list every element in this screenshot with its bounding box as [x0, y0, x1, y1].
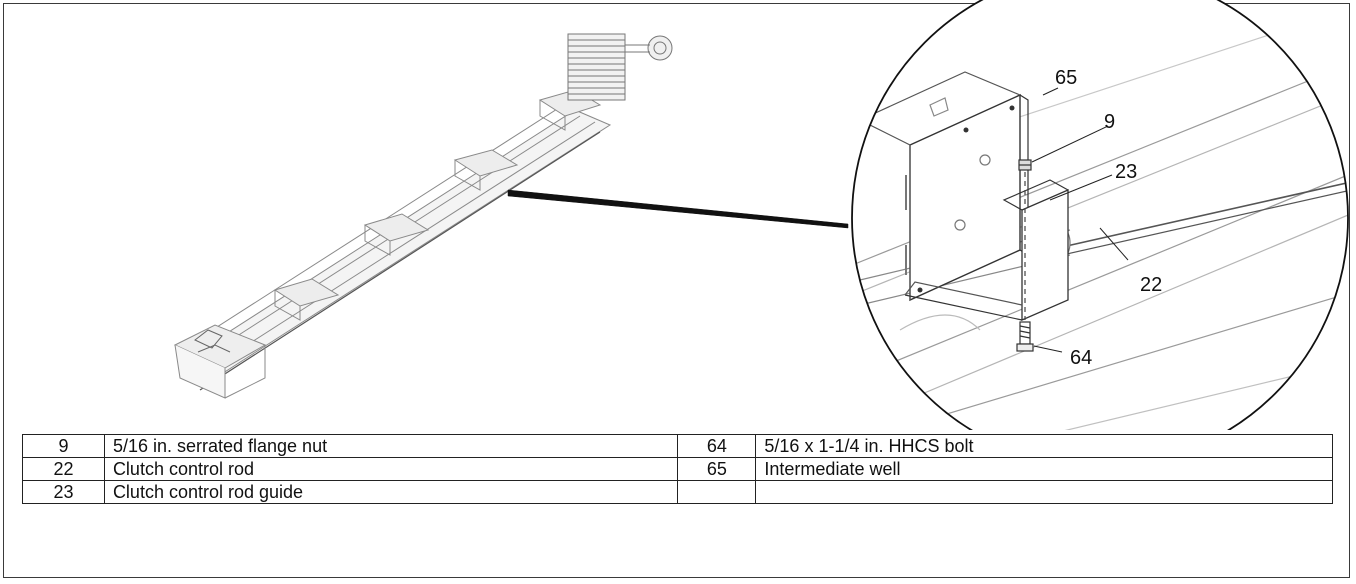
- part-number: 22: [22, 457, 105, 481]
- part-description: [755, 480, 1333, 504]
- callout-9: 9: [1104, 111, 1115, 133]
- part-description: Intermediate well: [755, 457, 1333, 481]
- part-number: 65: [677, 457, 757, 481]
- callout-64: 64: [1070, 347, 1092, 369]
- table-row: 23 Clutch control rod guide: [22, 480, 1333, 504]
- part-number: 9: [22, 434, 105, 458]
- part-number: 23: [22, 480, 105, 504]
- part-description: 5/16 in. serrated flange nut: [103, 434, 679, 458]
- callout-22: 22: [1140, 274, 1162, 296]
- callout-65: 65: [1055, 67, 1077, 89]
- table-row: 22 Clutch control rod 65 Intermediate we…: [22, 457, 1333, 481]
- detail-leader-line: [507, 189, 849, 229]
- part-description: Clutch control rod guide: [103, 480, 679, 504]
- assembly-diagram: 65 9 23 22 64: [173, 0, 1349, 430]
- table-row: 9 5/16 in. serrated flange nut 64 5/16 x…: [22, 434, 1333, 458]
- callout-23: 23: [1115, 161, 1137, 183]
- part-description: Clutch control rod: [103, 457, 679, 481]
- tube-assembly-overview: [173, 33, 673, 399]
- part-description: 5/16 x 1-1/4 in. HHCS bolt: [755, 434, 1333, 458]
- callout-leaders: [1031, 87, 1129, 353]
- parts-table: 9 5/16 in. serrated flange nut 64 5/16 x…: [22, 434, 1333, 504]
- part-number: 64: [677, 434, 757, 458]
- detail-view: [851, 0, 1349, 430]
- part-number: [677, 480, 757, 504]
